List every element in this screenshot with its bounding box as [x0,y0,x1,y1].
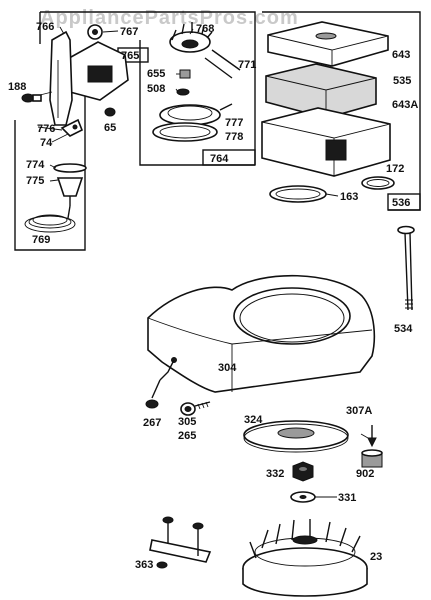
label-324: 324 [244,414,263,426]
label-305: 305 [178,416,196,428]
wire-771-shape [204,49,241,79]
watermark-text: AppliancePartsPros.com [40,7,299,29]
screen-324-shape [243,420,349,453]
foam-element-535-shape [265,63,377,119]
label-778: 778 [225,131,243,143]
nut-332-shape [292,461,314,482]
flywheel-23-shape [242,519,368,597]
bolt-534-shape [397,225,415,311]
part-labels: 766 767 768 765 771 188 655 508 776 74 6… [8,21,418,571]
label-776: 776 [37,123,55,135]
spacer-902-shape [361,449,383,468]
label-643: 643 [392,49,410,61]
label-771: 771 [238,59,256,71]
label-508: 508 [147,83,165,95]
label-363: 363 [135,559,153,571]
starter-assembly-group [14,11,256,251]
label-655: 655 [147,68,165,80]
screw-188-shape [21,93,42,103]
starter-window [87,65,113,83]
label-74: 74 [40,137,53,149]
label-902: 902 [356,468,374,480]
label-307a: 307A [346,405,372,417]
part-655-shape [179,69,191,79]
hardware-305-265-shape [180,401,211,416]
label-774: 774 [26,159,45,171]
linkage-776-shape [60,118,84,137]
label-766: 766 [36,21,54,33]
label-767: 767 [120,26,138,38]
screw-65-shape [104,107,116,117]
label-265: 265 [178,430,196,442]
label-163: 163 [340,191,358,203]
cover-643-shape [267,21,389,67]
label-box-764 [202,149,256,166]
starter-outer-box [40,11,256,165]
screw-307a-shape [367,425,377,448]
air-cleaner-group [261,11,421,211]
label-769: 769 [32,234,50,246]
label-65: 65 [104,122,116,134]
label-536: 536 [392,197,410,209]
label-23: 23 [370,551,382,563]
label-764: 764 [210,153,229,165]
gasket-163-shape [269,185,327,203]
label-535: 535 [393,75,411,87]
label-331: 331 [338,492,356,504]
part-508-shape [176,88,190,96]
bracket-363-shape [149,516,212,569]
label-267: 267 [143,417,161,429]
starter-arm-part [49,30,73,126]
label-765: 765 [121,50,139,62]
label-534: 534 [394,323,413,335]
label-188: 188 [8,81,26,93]
label-775: 775 [26,175,44,187]
label-768: 768 [196,23,214,35]
leader-lines [37,26,369,498]
label-643a: 643A [392,99,418,111]
hardware-267-shape [145,379,161,409]
label-304: 304 [218,362,237,374]
label-172: 172 [386,163,404,175]
label-332: 332 [266,468,284,480]
blower-housing-group [147,274,376,393]
ratchet-768-shape [169,22,213,53]
starter-handle-shape [24,163,87,233]
starter-lower-box [14,95,86,251]
label-777: 777 [225,117,243,129]
gasket-172-shape [361,176,395,190]
label-box-536 [387,193,421,211]
